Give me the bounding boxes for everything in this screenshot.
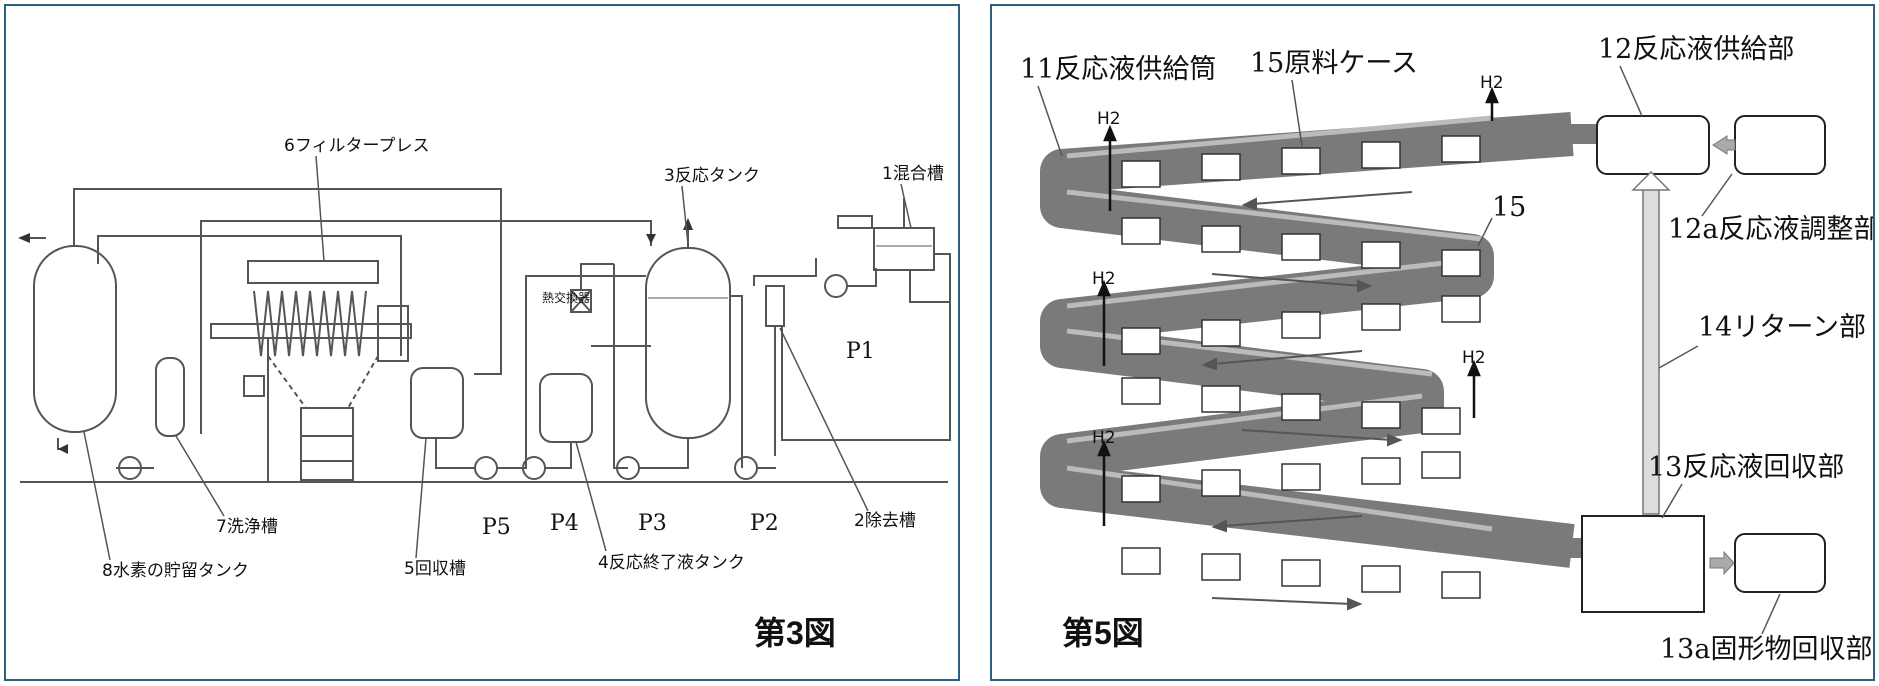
label-adjust-unit: 12a反応液調整部 [1668,214,1875,245]
label-washing-tank: 7洗浄槽 [216,517,278,537]
label-reaction-tank: 3反応タンク [664,166,760,186]
label-removal-tank: 2除去槽 [854,511,916,531]
figure-5-caption: 第5図 [1062,615,1144,651]
vent-arrow [18,233,30,243]
solid-recovery-box [1734,533,1826,593]
h2-label-3: H2 [1092,269,1116,289]
screw-feeder [837,215,873,229]
label-supply-tube: 11反応液供給筒 [1020,54,1216,85]
label-p4: P4 [550,511,579,536]
removal-tank [765,285,785,327]
label-p3: P3 [638,511,667,536]
vent-arrow-reactor [683,218,693,230]
h2-label-5: H2 [1092,428,1116,448]
figure-3-panel: 6フィルタープレス 3反応タンク 1混合槽 熱交換器 P1 P2 P3 P4 P… [4,4,960,681]
flow-arrow-3 [1211,350,1363,365]
pipe-h2-filter [97,235,402,356]
label-p2: P2 [750,511,779,536]
filter-press-end [377,305,409,362]
label-recovery-tank: 5回収槽 [404,559,466,579]
flow-arrow-4 [1241,429,1393,441]
solid-arrow [1709,550,1735,576]
tube-bend-3 [1055,299,1074,368]
label-supply-unit: 12反応液供給部 [1598,34,1794,65]
label-solid-recovery: 13a固形物回収部 [1660,634,1872,665]
h2-label-1: H2 [1097,109,1121,129]
top-pipe [73,188,502,375]
material-cases [1121,135,1481,599]
pump-p1 [824,274,848,298]
figure-5-panel: H2 H2 H2 H2 H2 11反応液供給筒 15原料ケース 12反応液供給部… [990,4,1875,681]
label-case-15: 15 [1492,192,1526,223]
label-mixing-tank: 1混合槽 [882,164,944,184]
return-arrow [1631,170,1671,191]
tube-bend-5 [1053,434,1074,506]
h2-label-4: H2 [1462,348,1486,368]
h2-label-2: H2 [1480,73,1504,93]
flow-arrow-6 [1211,597,1353,605]
adjust-unit-box [1734,115,1826,175]
filter-press-head [247,260,379,284]
reaction-tank [645,247,731,439]
label-return-unit: 14リターン部 [1698,312,1866,343]
figure-3-caption: 第3図 [754,615,836,651]
recovery-tank [410,367,464,439]
filter-press-bar [210,323,412,339]
pump-p2 [734,456,758,480]
pipe-wash-reactor [200,220,652,434]
pump-p5 [474,456,498,480]
zigzag-reactor-diagram: H2 H2 H2 H2 H2 11反応液供給筒 15原料ケース 12反応液供給部… [1020,34,1875,665]
finished-tank [539,373,593,443]
washing-tank [155,357,185,437]
process-flow-diagram: 6フィルタープレス 3反応タンク 1混合槽 熱交換器 P1 P2 P3 P4 P… [18,136,951,651]
hydrogen-tank [33,245,117,433]
label-heat-exchanger: 熱交換器 [542,290,590,305]
adjust-arrow [1712,135,1736,155]
flow-arrow-2 [1211,273,1363,287]
label-material-case: 15原料ケース [1250,48,1418,79]
mixing-tank [873,227,935,271]
label-filter-press: 6フィルタープレス [284,136,429,156]
label-hydrogen-tank: 8水素の貯留タンク [102,561,249,581]
label-p5: P5 [482,515,511,540]
recovery-unit-box [1581,515,1705,613]
supply-unit-box [1596,115,1710,175]
filter-hopper [267,355,379,409]
filter-plates [253,290,367,357]
flow-arrow-5 [1221,515,1363,527]
label-p1: P1 [846,339,875,364]
filter-collector [300,407,354,481]
flow-arrow-1 [1251,191,1413,205]
label-recovery-unit: 13反応液回収部 [1648,452,1844,483]
label-finished-tank: 4反応終了液タンク [598,553,745,573]
tube-bend-1 [1059,149,1074,211]
return-pipe-right [781,253,951,441]
